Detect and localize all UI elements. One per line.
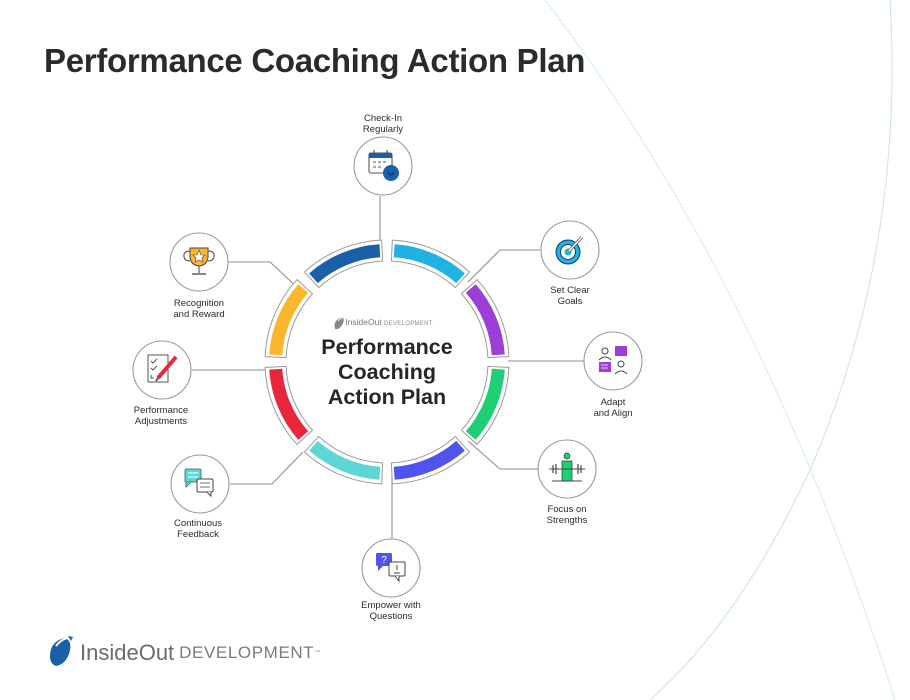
node-label-line: Goals <box>557 296 583 307</box>
node-label-line: Adapt <box>600 397 626 408</box>
ring-segment <box>393 244 465 284</box>
calendar-clock-icon <box>368 150 399 181</box>
node-label-line: Check-In <box>363 113 402 124</box>
node-label-line: Questions <box>369 611 413 622</box>
footer-brand-sub: DEVELOPMENT <box>179 643 315 662</box>
center-title-line: Action Plan <box>327 385 447 409</box>
weightlifter-icon <box>549 452 585 482</box>
node-label-questions: Empower with Questions <box>336 600 446 622</box>
node-label-recognition: Recognition and Reward <box>144 298 254 320</box>
ring-segment <box>309 440 381 480</box>
node-label-check-in: Check-In Regularly <box>328 113 438 135</box>
node-label-line: Performance <box>133 405 189 416</box>
node-label-line: Strengths <box>546 515 588 526</box>
ring-segment <box>269 368 309 440</box>
node-label-feedback: Continuous Feedback <box>143 518 253 540</box>
connector-lines <box>192 196 584 539</box>
node-label-goals: Set Clear Goals <box>515 285 625 307</box>
ring-segment <box>393 440 465 480</box>
center-brand: InsideOut DEVELOPMENT <box>330 317 448 327</box>
node-label-line: and Align <box>593 408 633 419</box>
center-brand-main: InsideOut <box>345 317 382 327</box>
center-title: Performance Coaching Action Plan <box>287 335 487 410</box>
footer-logo: InsideOut DEVELOPMENT ™ <box>42 636 320 670</box>
node-label-adjustments: Performance Adjustments <box>106 405 216 427</box>
node-label-strengths: Focus on Strengths <box>512 504 622 526</box>
node-label-line: Feedback <box>177 529 219 540</box>
center-title-line: Coaching <box>338 360 436 384</box>
center-title-line: Performance <box>321 335 453 359</box>
center-brand-sub: DEVELOPMENT <box>384 321 433 327</box>
node-label-line: Continuous <box>173 518 223 529</box>
ring-segment <box>465 368 505 440</box>
trademark-mark: ™ <box>314 650 321 656</box>
node-label-line: Focus on <box>547 504 587 515</box>
ring-segment <box>309 244 381 284</box>
target-icon <box>555 235 584 265</box>
node-label-line: Adjustments <box>134 416 188 427</box>
node-label-line: Regularly <box>362 124 404 135</box>
svg-text:?: ? <box>381 555 387 566</box>
node-label-adapt: Adapt and Align <box>558 397 668 419</box>
node-label-line: Recognition <box>173 298 225 309</box>
checklist-pencil-icon <box>147 354 178 383</box>
center-brand-logo-icon <box>334 317 346 330</box>
footer-logo-icon <box>50 636 73 666</box>
people-chat-icon <box>598 346 628 375</box>
node-label-line: Set Clear <box>550 285 590 296</box>
node-label-line: and Reward <box>173 309 225 320</box>
ring-segment <box>465 284 505 356</box>
page-title: Performance Coaching Action Plan <box>44 42 586 79</box>
trophy-icon <box>183 247 215 275</box>
node-label-line: Empower with <box>361 600 421 611</box>
footer-brand-main: InsideOut <box>80 640 175 665</box>
feedback-chat-icon <box>184 468 214 498</box>
ring-segment <box>269 284 309 356</box>
question-chat-icon: ? <box>376 553 406 583</box>
ring-segments <box>264 239 510 485</box>
